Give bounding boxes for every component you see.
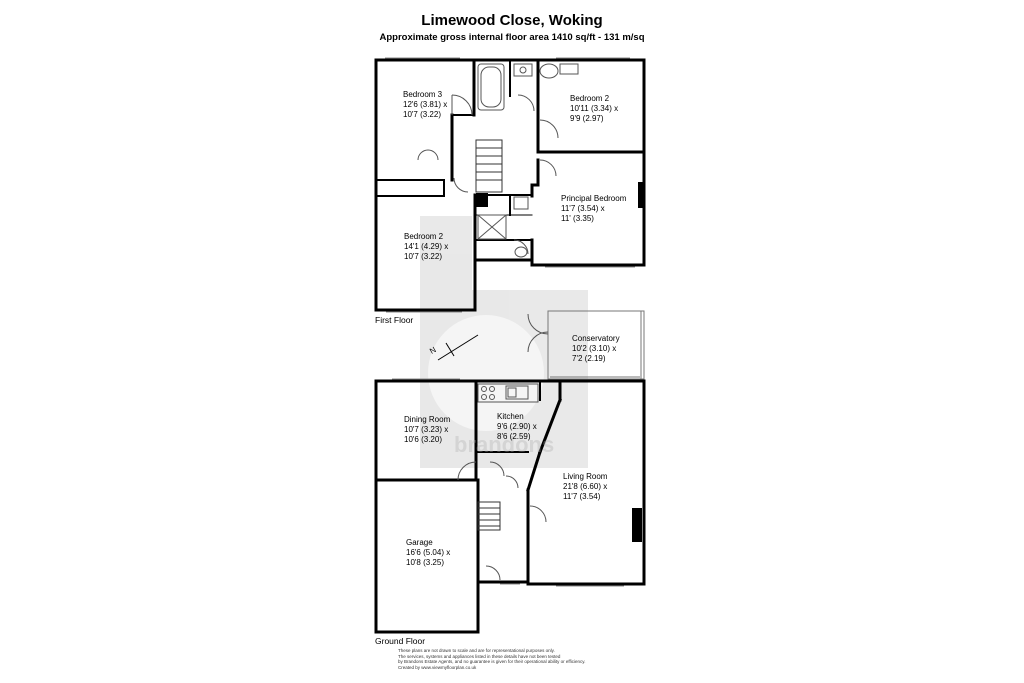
room-principal-bedroom: Principal Bedroom 11'7 (3.54) x 11' (3.3… — [561, 194, 626, 224]
room-dimension: 7'2 (2.19) — [572, 354, 606, 363]
room-name: Conservatory — [572, 334, 620, 343]
room-dimension: 14'1 (4.29) x — [404, 242, 449, 251]
room-living-room: Living Room 21'8 (6.60) x 11'7 (3.54) — [563, 472, 607, 502]
first-floor-walls — [374, 58, 646, 312]
room-dimension: 11' (3.35) — [561, 214, 594, 223]
room-dimension: 8'6 (2.59) — [497, 432, 531, 441]
first-floor-windows — [385, 57, 635, 313]
ground-floor-walls — [374, 379, 646, 634]
room-name: Living Room — [563, 472, 608, 481]
room-conservatory: Conservatory 10'2 (3.10) x 7'2 (2.19) — [572, 334, 620, 364]
room-dimension: 10'7 (3.22) — [403, 110, 441, 119]
room-garage: Garage 16'6 (5.04) x 10'8 (3.25) — [406, 538, 450, 568]
room-dimension: 11'7 (3.54) — [563, 492, 601, 501]
room-dimension: 10'7 (3.22) — [404, 252, 442, 261]
first-floor-label: First Floor — [375, 315, 414, 325]
room-kitchen: Kitchen 9'6 (2.90) x 8'6 (2.59) — [497, 412, 537, 442]
room-dimension: 10'2 (3.10) x — [572, 344, 617, 353]
watermark-text: brandons — [454, 432, 555, 457]
room-dimension: 10'8 (3.25) — [406, 558, 444, 567]
disclaimer-line: The services, systems and appliances lis… — [398, 653, 561, 659]
ground-floor-stairs — [477, 501, 501, 531]
ground-floor-doors — [457, 313, 549, 581]
room-bedroom-3: Bedroom 3 12'6 (3.81) x 10'7 (3.22) — [403, 90, 447, 120]
principal-chimney — [638, 182, 644, 208]
room-bedroom-2-upper: Bedroom 2 10'11 (3.34) x 9'9 (2.97) — [570, 94, 618, 124]
room-dimension: 9'6 (2.90) x — [497, 422, 537, 431]
kitchen-units — [477, 383, 539, 403]
conservatory-frame — [547, 310, 645, 380]
room-dimension: 11'7 (3.54) x — [561, 204, 605, 213]
disclaimer-text: These plans are not drawn to scale and a… — [398, 648, 585, 670]
room-dimension: 10'6 (3.20) — [404, 435, 442, 444]
first-floor-stairs — [475, 139, 503, 193]
disclaimer-line: by Brandons Estate Agents, and no guaran… — [398, 659, 586, 665]
room-dimension: 10'7 (3.23) x — [404, 425, 449, 434]
ground-floor-label: Ground Floor — [375, 636, 426, 646]
ground-floor-windows — [392, 378, 624, 587]
bathroom-fixtures — [477, 63, 579, 258]
room-name: Bedroom 3 — [403, 90, 443, 99]
plan-subtitle: Approximate gross internal floor area 14… — [379, 32, 645, 43]
room-dimension: 12'6 (3.81) x — [403, 100, 448, 109]
room-dimension: 21'8 (6.60) x — [563, 482, 608, 491]
plan-title: Limewood Close, Woking — [421, 12, 603, 29]
room-dimension: 10'11 (3.34) x — [570, 104, 619, 113]
room-bedroom-2-lower: Bedroom 2 14'1 (4.29) x 10'7 (3.22) — [404, 232, 448, 262]
airing-cupboard — [476, 193, 488, 207]
room-dimension: 9'9 (2.97) — [570, 114, 604, 123]
compass-rose — [437, 334, 479, 361]
first-floor-doors — [417, 94, 559, 255]
living-fireplace — [632, 508, 642, 542]
room-name: Dining Room — [404, 415, 451, 424]
disclaimer-line: These plans are not drawn to scale and a… — [398, 648, 555, 653]
disclaimer-line: Created by www.viewmyfloorplan.co.uk — [398, 664, 477, 670]
room-name: Principal Bedroom — [561, 194, 627, 203]
room-name: Bedroom 2 — [404, 232, 444, 241]
room-name: Garage — [406, 538, 433, 547]
room-name: Kitchen — [497, 412, 524, 421]
room-dining-room: Dining Room 10'7 (3.23) x 10'6 (3.20) — [404, 415, 450, 445]
room-name: Bedroom 2 — [570, 94, 610, 103]
room-dimension: 16'6 (5.04) x — [406, 548, 451, 557]
